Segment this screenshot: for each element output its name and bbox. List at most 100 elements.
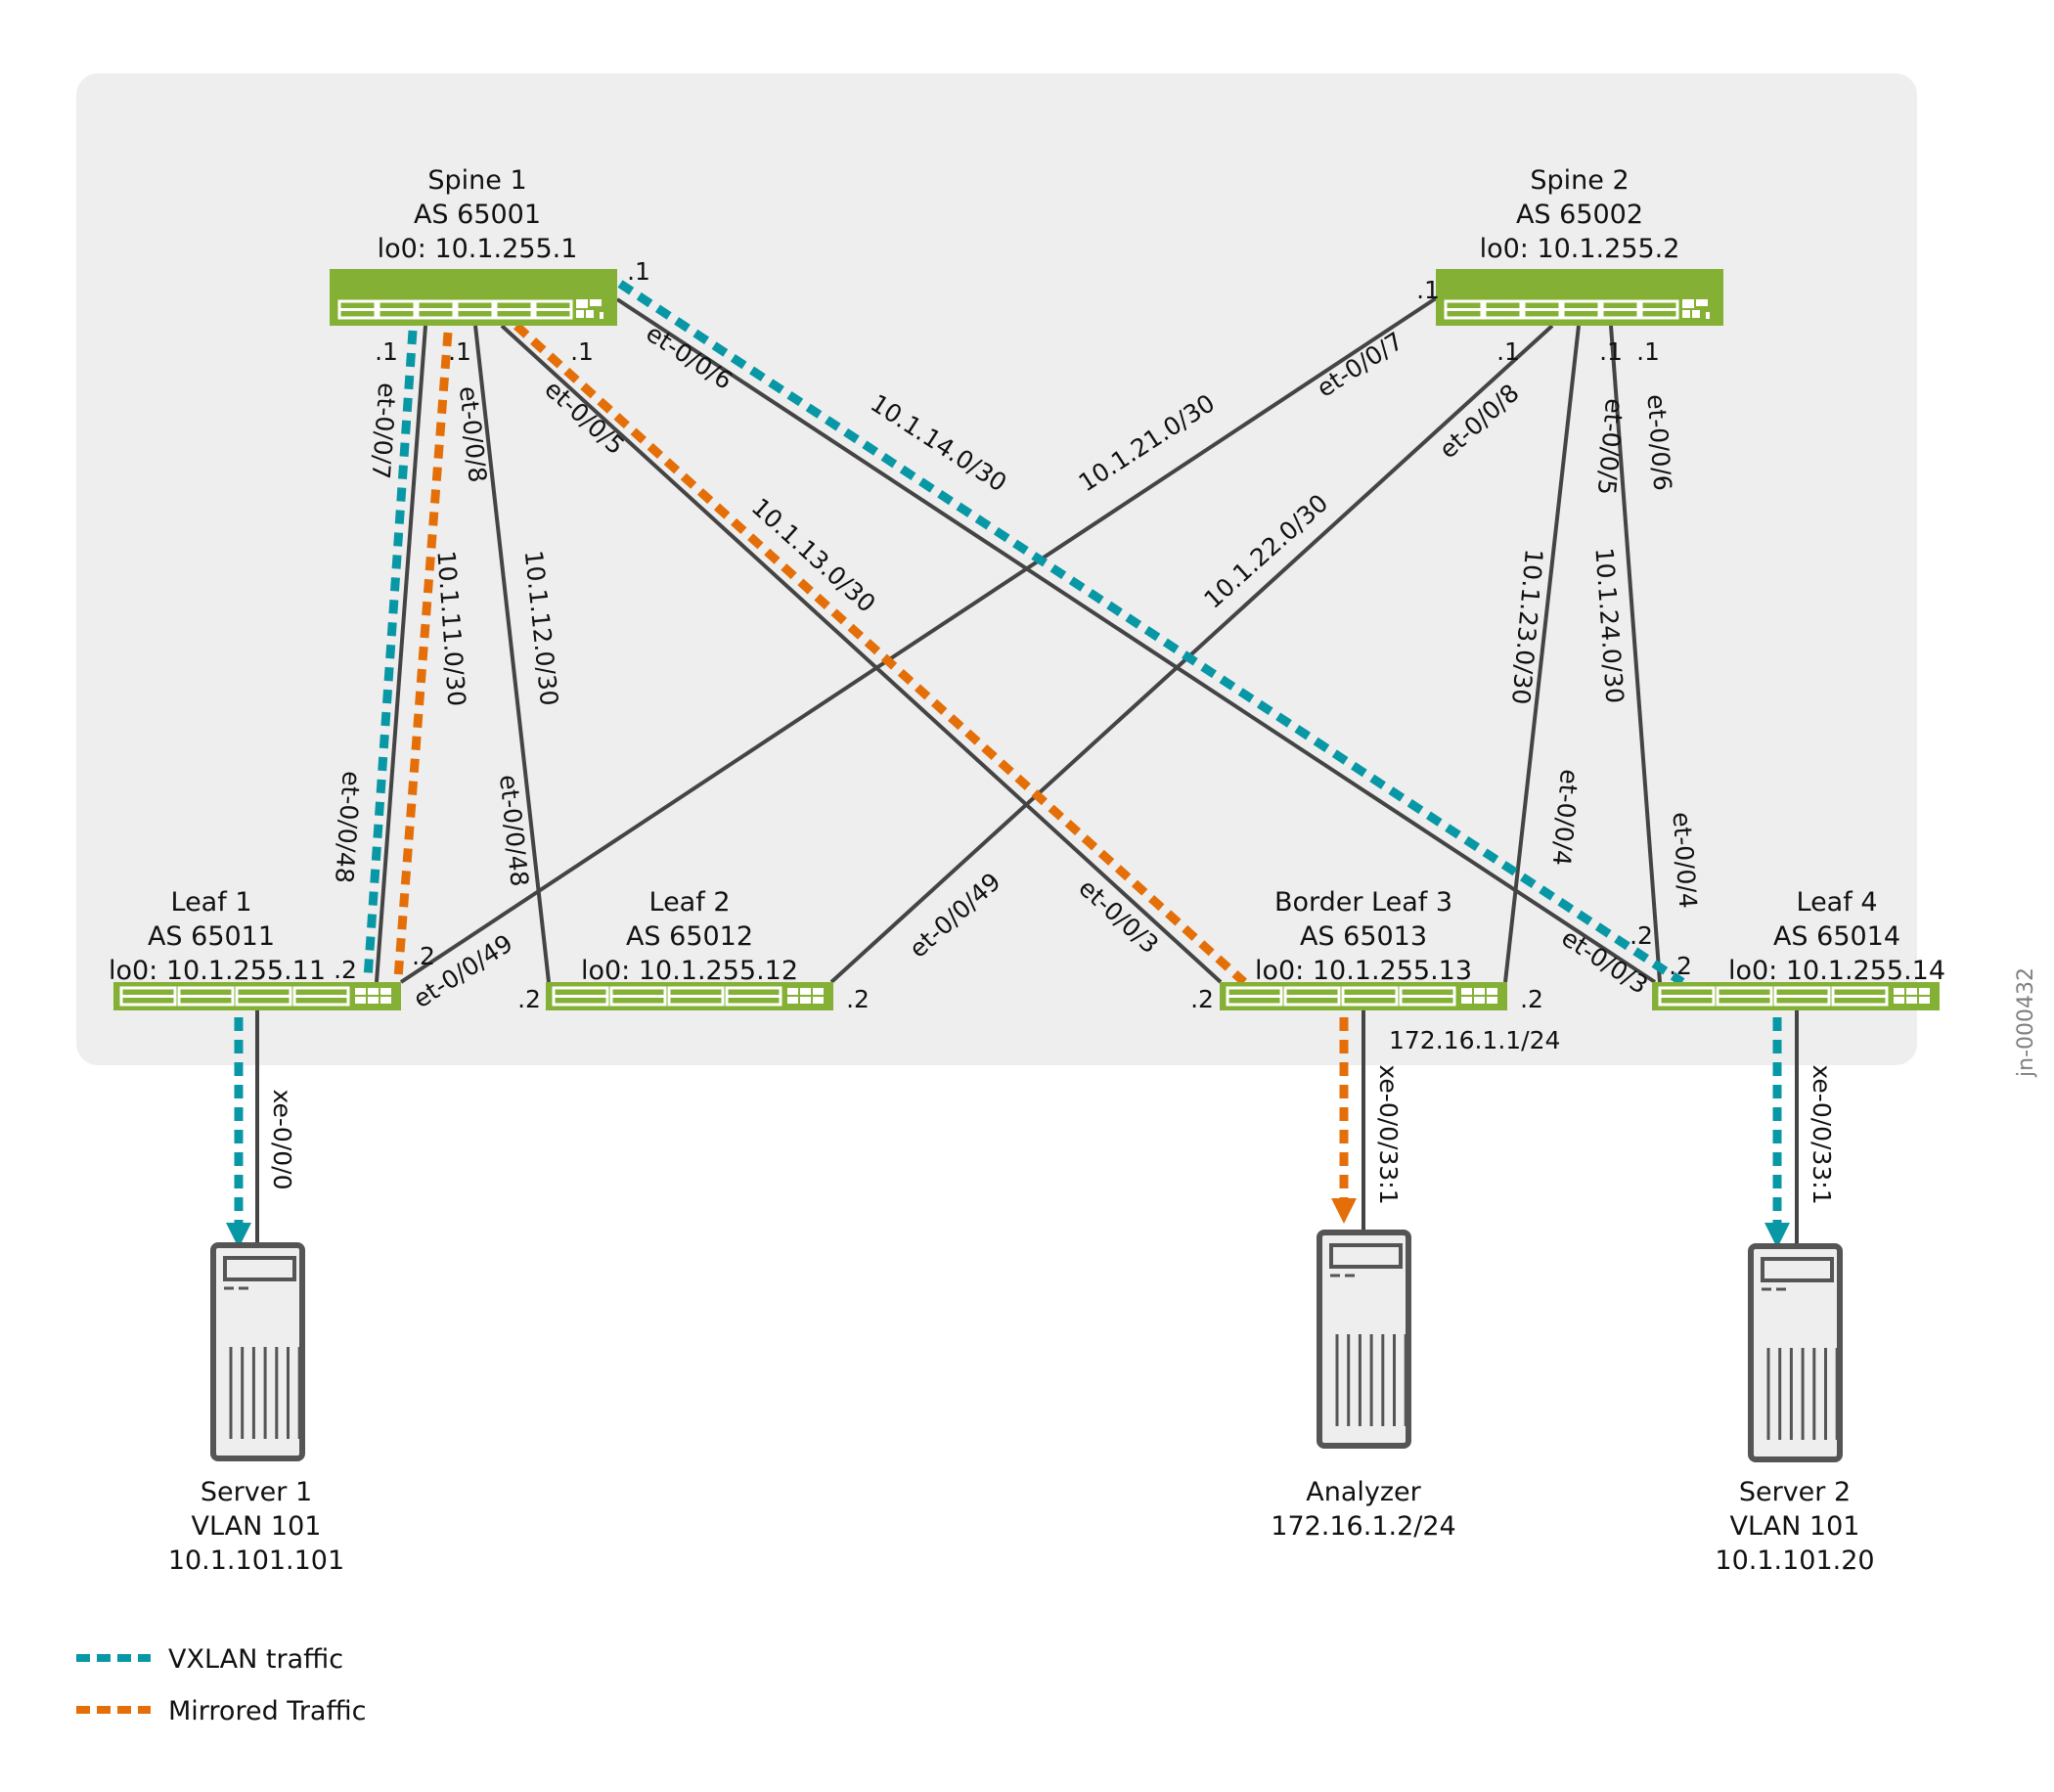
if-leaf3-analyzer: xe-0/0/33:1 [1374, 1064, 1403, 1204]
analyzer-name: Analyzer [1306, 1477, 1421, 1507]
host-s1-l1-b: .2 [334, 956, 357, 984]
sfp-port [380, 988, 391, 995]
host-s1-l2-b: .2 [517, 985, 541, 1013]
legend-item-vxlan: VXLAN traffic [76, 1644, 343, 1675]
drive-bay [1761, 1257, 1834, 1282]
sfp-port [1487, 997, 1497, 1004]
mgmt-port [1696, 299, 1708, 306]
mgmt-port [576, 299, 588, 308]
sfp-port [1474, 988, 1485, 995]
analyzer-ip: 172.16.1.2/24 [1271, 1511, 1455, 1542]
drive-bay [223, 1256, 296, 1281]
host-s1-l4-a: .1 [627, 257, 650, 286]
server1-name: Server 1 [201, 1477, 312, 1507]
mgmt-port [586, 310, 594, 318]
arrow-down-icon [226, 1223, 251, 1248]
sfp-port [1919, 988, 1930, 995]
host-s1-l3-b: .2 [1190, 985, 1214, 1013]
spine2-name: Spine 2 [1530, 165, 1629, 196]
sfp-port [787, 997, 798, 1004]
links [255, 296, 1799, 1244]
link-spine1-leaf4 [615, 297, 1657, 984]
host-s2-l2-a: .1 [1496, 337, 1520, 366]
sfp-port [1894, 988, 1904, 995]
host-s2-l4-a: .1 [1636, 337, 1660, 366]
switch-spine1[interactable] [330, 269, 617, 326]
host-s2-l1-a: .1 [1416, 276, 1440, 304]
vxlan-flow-leaf1-spine1 [363, 330, 418, 979]
switch-leaf2[interactable] [546, 982, 833, 1010]
sfp-port [1906, 997, 1917, 1004]
sfp-port [355, 997, 366, 1004]
sfp-port [813, 988, 824, 995]
mgmt-port [590, 299, 602, 306]
mgmt-port [576, 310, 584, 318]
link-spine2-leaf1 [399, 296, 1438, 984]
server-chassis [1317, 1230, 1411, 1449]
leaf1-lo0: lo0: 10.1.255.11 [109, 956, 326, 986]
traffic-flows [234, 280, 1782, 1228]
sfp-port [380, 997, 391, 1004]
host-s1-l3-a: .1 [570, 337, 594, 366]
sfp-port [1906, 988, 1917, 995]
server2-vlan: VLAN 101 [1730, 1511, 1860, 1542]
sfp-port [1894, 997, 1904, 1004]
leaf2-lo0: lo0: 10.1.255.12 [581, 956, 798, 986]
switch-border-leaf3[interactable] [1220, 982, 1507, 1010]
server1-ip: 10.1.101.101 [168, 1546, 344, 1576]
leaf3-lo0: lo0: 10.1.255.13 [1255, 956, 1472, 986]
if-leaf1-server1: xe-0/0/0 [268, 1090, 296, 1190]
server2-name: Server 2 [1739, 1477, 1851, 1507]
sfp-port [1487, 988, 1497, 995]
server-chassis [1748, 1243, 1843, 1462]
switch-leaf1[interactable] [113, 982, 401, 1010]
spine2-lo0: lo0: 10.1.255.2 [1480, 234, 1680, 264]
spine1-name: Spine 1 [427, 165, 526, 196]
mgmt-port [600, 312, 603, 319]
legend-mirrored-label: Mirrored Traffic [168, 1696, 366, 1726]
mgmt-port [1682, 299, 1694, 308]
mgmt-port [1706, 312, 1710, 319]
sfp-port [368, 988, 379, 995]
vxlan-flow-spine1-leaf4 [617, 280, 1685, 986]
mirror-flow-spine1-leaf3 [513, 322, 1248, 986]
switch-spine2[interactable] [1436, 269, 1723, 326]
legend: VXLAN traffic Mirrored Traffic [76, 1644, 366, 1726]
host-s1-l1-a: .1 [375, 337, 398, 366]
sfp-port [1461, 988, 1472, 995]
link-spine1-leaf1 [375, 325, 427, 983]
server1-icon[interactable] [210, 1242, 305, 1461]
host-s1-l4-b: .2 [1630, 921, 1653, 950]
host-s2-l3-b: .2 [1520, 985, 1543, 1013]
leaf4-lo0: lo0: 10.1.255.14 [1728, 956, 1945, 986]
leaf4-as: AS 65014 [1773, 921, 1900, 952]
sfp-port [800, 988, 811, 995]
host-s1-l2-a: .1 [448, 337, 471, 366]
arrow-down-icon [1764, 1223, 1790, 1248]
link-spine1-leaf2 [473, 325, 551, 983]
sfp-port [1474, 997, 1485, 1004]
analyzer-server-icon[interactable] [1317, 1230, 1411, 1449]
sfp-port [368, 997, 379, 1004]
if-s1-l1-a: et-0/0/7 [367, 381, 402, 480]
mirror-flow-leaf1-spine1 [393, 332, 453, 979]
drive-bay [1329, 1243, 1403, 1269]
leaf1-name: Leaf 1 [171, 887, 252, 918]
link-spine2-leaf2 [829, 324, 1554, 984]
sfp-port [787, 988, 798, 995]
host-s2-l1-b: .2 [412, 942, 435, 970]
sfp-port [813, 997, 824, 1004]
legend-item-mirrored: Mirrored Traffic [76, 1696, 366, 1726]
arrow-down-icon [1331, 1198, 1357, 1224]
host-s2-l2-b: .2 [846, 985, 870, 1013]
link-spine2-leaf3 [1503, 325, 1581, 983]
switch-leaf4[interactable] [1652, 982, 1940, 1010]
host-s2-l4-b: .2 [1669, 952, 1692, 980]
leaf3-downlink-ip: 172.16.1.1/24 [1389, 1026, 1560, 1054]
spine1-lo0: lo0: 10.1.255.1 [378, 234, 578, 264]
leaf4-name: Leaf 4 [1797, 887, 1878, 918]
figure-id: jn-000432 [2014, 967, 2038, 1078]
server2-icon[interactable] [1748, 1243, 1843, 1462]
spine2-as: AS 65002 [1516, 200, 1643, 230]
